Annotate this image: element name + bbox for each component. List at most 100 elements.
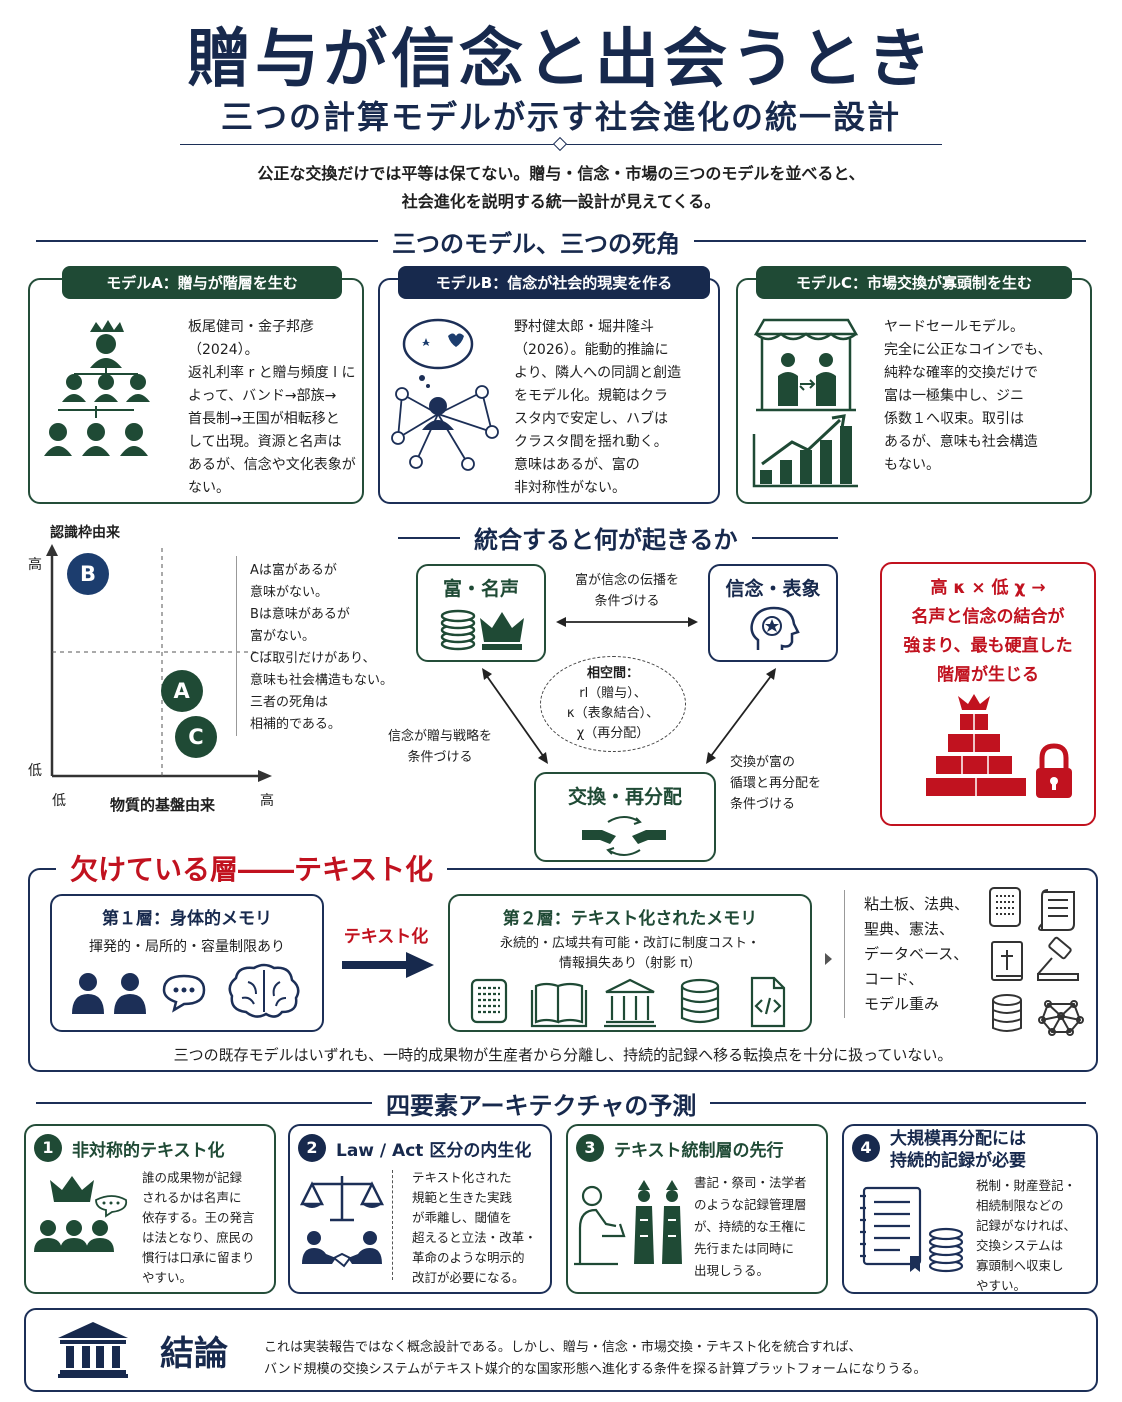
- brain-icon: [228, 963, 300, 1018]
- model-a-line: 返礼利率 r と贈与頻度 l に: [188, 365, 356, 381]
- layer2-icons: [470, 976, 786, 1028]
- db-icon: [992, 994, 1022, 1032]
- model-a-text: 板尾健司・金子邦彦（2024）。 返礼利率 r と贈与頻度 l に よって、バン…: [188, 316, 358, 500]
- edge-right-line: 交換が富の: [730, 755, 796, 770]
- model-a-line: 板尾健司・金子邦彦（2024）。: [188, 319, 314, 358]
- prediction-line: 税制・財産登記・: [976, 1178, 1077, 1193]
- quadrant-note: 意味も社会構造もない。: [250, 673, 394, 688]
- model-a-card: [28, 278, 364, 504]
- prediction-3-title: テキスト統制層の先行: [614, 1141, 784, 1161]
- highlight-line: 強まり、最も硬直した: [903, 636, 1073, 656]
- prediction-1-number: 1: [34, 1134, 62, 1162]
- prediction-line: 超えると立法・改革・: [412, 1230, 537, 1245]
- prediction-line: 書記・祭司・法学者: [694, 1175, 807, 1190]
- coins-crown-icon: [440, 609, 524, 651]
- institution-icon: [58, 1322, 128, 1378]
- scribe-priests-icon: [574, 1180, 682, 1266]
- layer2-desc-2: 情報損失あり（射影 π）: [559, 956, 701, 971]
- bible-icon: [991, 941, 1023, 981]
- quadrant-point-c: C: [175, 716, 217, 759]
- locked-pyramid-icon: [926, 694, 1072, 798]
- model-a-line: 首長制→王国が相転移と: [188, 411, 340, 427]
- prediction-line: 改訂が必要になる。: [412, 1270, 525, 1285]
- people-icon: [72, 973, 146, 1014]
- king-crowd-icon: [34, 1176, 128, 1252]
- conclusion-card: [24, 1308, 1098, 1392]
- layer1-desc: 揮発的・局所的・容量制限あり: [89, 939, 285, 955]
- prediction-line: 慣行は口承に留まり: [142, 1250, 255, 1265]
- model-b-line: 非対称性がない。: [514, 480, 626, 496]
- ledger-coins-icon: [860, 1186, 964, 1273]
- model-a-line: よって、バンド→部族→: [188, 388, 337, 404]
- model-b-text: 野村健太郎・堀井隆斗 （2026）。能動的推論に より、隣人への同調と創造 をモ…: [514, 316, 714, 500]
- examples-divider: [844, 890, 845, 1018]
- prediction-line: 出現しうる。: [694, 1263, 770, 1278]
- prediction-1-text: 誰の成果物が記録 されるかは名声に 依存する。王の発言 は法となり、庶民の 慣行…: [142, 1168, 272, 1288]
- example-item: コード、: [864, 970, 924, 988]
- model-b-line: 野村健太郎・堀井隆斗: [514, 319, 654, 335]
- quadrant-note: 意味がない。: [250, 585, 329, 600]
- example-item: モデル重み: [864, 995, 940, 1013]
- code-file-icon: [750, 976, 786, 1028]
- prediction-line: 誰の成果物が記録: [142, 1170, 243, 1185]
- prediction-3-number: 3: [576, 1134, 604, 1162]
- conclusion-line-2: バンド規模の交換システムがテキスト媒介的な国家形態へ進化する条件を探る計算プラッ…: [264, 1362, 927, 1377]
- edge-left-line: 条件づける: [407, 750, 473, 765]
- examples-chevron-icon: [825, 953, 832, 965]
- quadrant-y-high: 高: [28, 557, 42, 573]
- prediction-line: 革命のような明示的: [412, 1250, 525, 1265]
- model-b-line: クラスタ間を揺れ動く。: [514, 434, 668, 450]
- clay-tablet-icon: [470, 978, 508, 1024]
- node-belief-label: 信念・表象: [725, 578, 821, 600]
- edge-top-line: 条件づける: [594, 594, 660, 609]
- database-icon: [680, 978, 720, 1024]
- prediction-4-title-line: 大規模再分配には: [890, 1129, 1026, 1149]
- node-wealth-label: 富・名声: [442, 578, 519, 600]
- prediction-2-number: 2: [298, 1134, 326, 1162]
- open-book-icon: [530, 982, 588, 1028]
- phase-space-ellipse: [540, 656, 686, 752]
- example-icons: [989, 887, 1084, 1036]
- layer2-title: 第２層：テキスト化されたメモリ: [502, 909, 758, 929]
- network-belief-icon: [391, 318, 499, 471]
- prediction-3-text: 書記・祭司・法学者 のような記録管理層 が、持続的な王権に 先行または同時に 出…: [694, 1172, 824, 1282]
- edge-top-line: 富が信念の伝播を: [574, 573, 679, 588]
- edge-left-line: 信念が贈与戦略を: [387, 729, 492, 744]
- edge-left-label: 信念が贈与戦略を 条件づける: [370, 726, 510, 768]
- model-c-line: もない。: [884, 457, 940, 473]
- institution-icon: [604, 978, 656, 1028]
- phase-space-line: rl（贈与）、: [579, 686, 647, 701]
- prediction-line: 寡頭制へ収束し: [976, 1258, 1064, 1273]
- section-predictions-title: 四要素アーキテクチャの予測: [372, 1086, 711, 1121]
- quadrant-note: 富がない。: [250, 629, 316, 644]
- model-b-card: [378, 278, 720, 504]
- quadrant-y-axis-label: 認識枠由来: [50, 525, 120, 541]
- speech-bubble-icon: [162, 974, 206, 1013]
- model-b-line: スタ内で安定し、ハブは: [514, 411, 668, 427]
- quadrant-x-high: 高: [260, 793, 274, 809]
- prediction-line: 先行または同時に: [694, 1241, 795, 1256]
- phase-space-text: 相空間： rl（贈与）、 κ（表象結合）、 χ（再分配）: [540, 664, 686, 744]
- prediction-4-title-line: 持続的記録が必要: [890, 1151, 1026, 1171]
- example-item: データベース、: [864, 945, 969, 963]
- phase-space-line: κ（表象結合）、: [566, 706, 660, 721]
- gavel-icon: [1037, 936, 1079, 981]
- example-item: 聖典、憲法、: [864, 920, 955, 938]
- edge-right-line: 条件づける: [730, 797, 796, 812]
- textization-arrow-icon: [342, 952, 434, 978]
- quadrant-x-axis-label: 物質的基盤由来: [110, 796, 216, 814]
- prediction-line: は法となり、庶民の: [142, 1230, 254, 1245]
- quadrant-axes: [46, 544, 272, 782]
- model-c-text: ヤードセールモデル。 完全に公正なコインでも、 純粋な確率的交換だけで 富は一極…: [884, 316, 1084, 477]
- quadrant-note: Cは取引だけがあり、: [250, 651, 376, 666]
- intro-line-2: 社会進化を説明する統一設計が見えてくる。: [401, 192, 721, 211]
- node-wealth: [416, 564, 546, 662]
- prediction-line: やすい。: [142, 1270, 193, 1285]
- prediction-line: やすい。: [976, 1278, 1027, 1293]
- model-c-line: 係数１へ収束。取引は: [884, 411, 1024, 427]
- model-c-line: 純粋な確率的交換だけで: [884, 365, 1038, 381]
- scroll-icon: [1038, 889, 1075, 931]
- phase-space-line: 相空間：: [586, 666, 639, 681]
- quadrant-y-low: 低: [28, 763, 42, 779]
